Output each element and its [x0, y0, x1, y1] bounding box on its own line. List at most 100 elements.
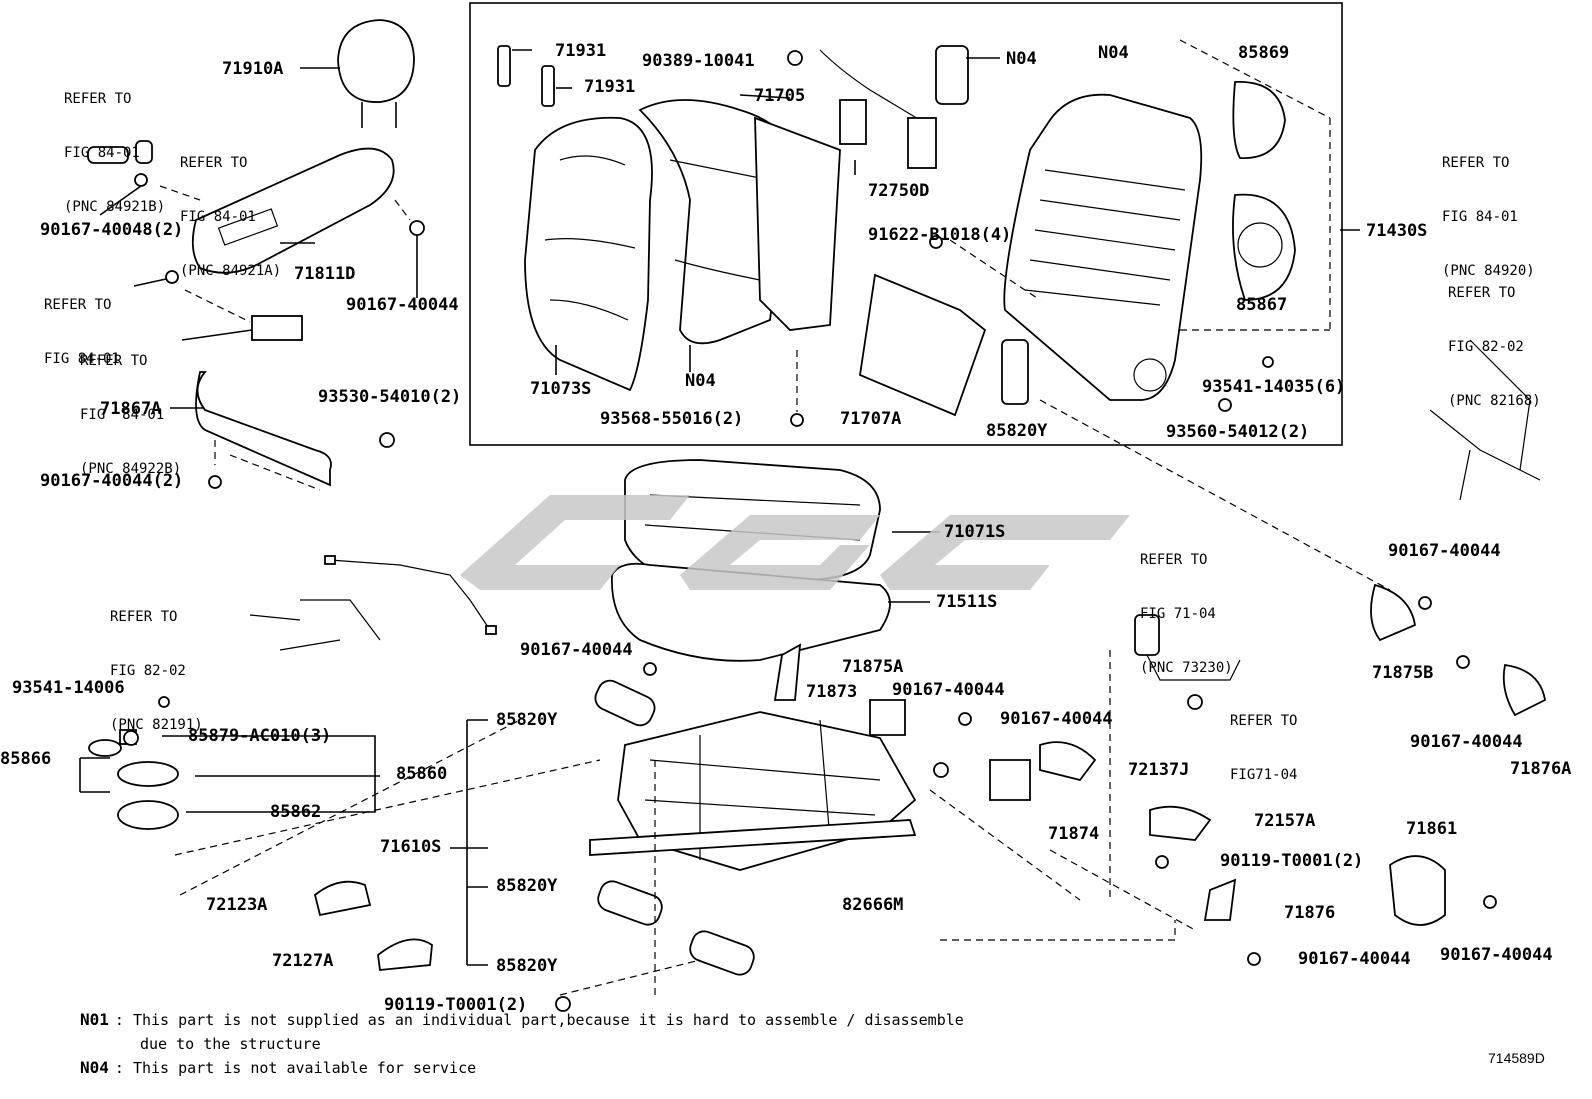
label-93541-14035: 93541-14035(6) [1202, 377, 1346, 397]
label-90167-40044-h: 90167-40044 [1388, 541, 1501, 561]
label-85820Y-mid: 85820Y [496, 876, 558, 896]
refer-line: REFER TO [110, 609, 178, 625]
refer-84-01[interactable]: REFER TO FIG 84-01 [44, 260, 120, 386]
note-code: N04 [80, 1058, 109, 1077]
label-90167-40044-c: 90167-40044 [520, 640, 633, 660]
label-85860: 85860 [396, 764, 448, 784]
label-90167-40044-i: 90167-40044 [1410, 732, 1523, 752]
label-85867: 85867 [1236, 295, 1288, 315]
headrest-part [300, 19, 415, 128]
label-90119-T0001-a: 90119-T0001(2) [384, 995, 528, 1015]
label-71931-b: 71931 [584, 77, 636, 97]
refer-line: FIG 71-04 [1140, 606, 1216, 622]
wire-harness-right [1429, 339, 1541, 501]
label-85879-AC010: 85879-AC010(3) [188, 726, 332, 746]
label-90167-40044-2: 90167-40044(2) [40, 471, 184, 491]
label-90119-T0001-b: 90119-T0001(2) [1220, 851, 1364, 871]
label-72750D: 72750D [868, 181, 930, 201]
label-71073S: 71073S [530, 379, 592, 399]
refer-line: FIG 82-02 [1448, 339, 1524, 355]
note-text: : This part is not supplied as an indivi… [114, 1011, 964, 1029]
label-93541-14006: 93541-14006 [12, 678, 125, 698]
seatback-frame-part [1003, 93, 1203, 401]
motor-unit-N04 [935, 45, 1000, 105]
label-85866: 85866 [0, 749, 52, 769]
refer-84921A[interactable]: REFER TO FIG 84-01 (PNC 84921A) [180, 118, 281, 298]
label-90167-40044-g: 90167-40044 [1440, 945, 1553, 965]
label-82666M: 82666M [842, 895, 904, 915]
refer-84922B[interactable]: REFER TO FIG 84-01 (PNC 84922B) [80, 316, 181, 496]
label-71876: 71876 [1284, 903, 1336, 923]
refer-line: REFER TO [1140, 552, 1208, 568]
label-90167-40044-d: 90167-40044 [892, 680, 1005, 700]
label-85820Y-bottom: 85820Y [496, 956, 558, 976]
note-text: : This part is not available for service [114, 1059, 477, 1077]
lower-covers [313, 880, 433, 971]
refer-line: FIG 82-02 [110, 663, 186, 679]
label-71811D: 71811D [294, 264, 356, 284]
label-71875B: 71875B [1372, 663, 1434, 683]
refer-line: (PNC 84922B) [80, 461, 182, 477]
label-90167-40044-f: 90167-40044 [1298, 949, 1411, 969]
label-71873: 71873 [806, 682, 858, 702]
refer-82168[interactable]: REFER TO FIG 82-02 (PNC 82168) [1448, 248, 1541, 428]
label-N04-frame: N04 [1098, 43, 1129, 63]
label-N04-pad: N04 [685, 371, 716, 391]
label-72127A: 72127A [272, 951, 334, 971]
note-n04: N04 : This part is not available for serv… [80, 1058, 476, 1078]
refer-line: REFER TO [44, 297, 112, 313]
refer-line: FIG71-04 [1230, 767, 1298, 783]
refer-84921B[interactable]: REFER TO FIG 84-01 (PNC 84921B) [64, 54, 165, 234]
motor-85820Y-back [1001, 339, 1029, 405]
label-71861: 71861 [1406, 819, 1458, 839]
seatback-cover-part [524, 116, 653, 392]
buckle-part [1134, 614, 1241, 681]
label-72157A: 72157A [1254, 811, 1316, 831]
label-71430S: 71430S [1366, 221, 1428, 241]
refer-line: (PNC 82191) [110, 717, 203, 733]
headrest-guides [497, 45, 572, 107]
label-91622-B1018: 91622-B1018(4) [868, 225, 1012, 245]
label-85862: 85862 [270, 802, 322, 822]
wire-harness-left [249, 555, 497, 651]
label-71610S: 71610S [380, 837, 442, 857]
brackets-right [773, 583, 1546, 926]
refer-line: REFER TO [64, 91, 132, 107]
label-85820Y-top: 85820Y [496, 710, 558, 730]
label-93560-54012: 93560-54012(2) [1166, 422, 1310, 442]
label-71707A: 71707A [840, 409, 902, 429]
side-cover-part [191, 147, 395, 274]
label-71511S: 71511S [936, 592, 998, 612]
seat-track-frame-part [589, 711, 917, 871]
refer-82191[interactable]: REFER TO FIG 82-02 (PNC 82191) [110, 572, 203, 752]
refer-line: (PNC 82168) [1448, 393, 1541, 409]
diagram-id: 714589D [1488, 1050, 1545, 1066]
lower-trim-part [170, 371, 332, 487]
note-n01: N01: This part is not supplied as an ind… [80, 1010, 964, 1030]
label-90167-40044: 90167-40044 [346, 295, 459, 315]
bolts-inset [790, 235, 1274, 427]
nut-part [787, 50, 803, 66]
bolts-left [99, 173, 425, 489]
label-72137J: 72137J [1128, 760, 1190, 780]
refer-line: REFER TO [180, 155, 248, 171]
refer-84920[interactable]: REFER TO FIG 84-01 (PNC 84920) [1442, 118, 1535, 298]
label-85820Y-back: 85820Y [986, 421, 1048, 441]
label-71705: 71705 [754, 86, 806, 106]
refer-line: FIG 84-01 [64, 145, 140, 161]
label-71876A: 71876A [1510, 759, 1572, 779]
label-93568-55016: 93568-55016(2) [600, 409, 744, 429]
pad-71707A [859, 273, 987, 417]
misc-bolts [123, 596, 1497, 1012]
label-90389-10041: 90389-10041 [642, 51, 755, 71]
note-text: due to the structure [140, 1035, 321, 1053]
motors-seat [594, 679, 755, 976]
refer-71-04[interactable]: REFER TO FIG71-04 [1230, 676, 1297, 802]
refer-73230[interactable]: REFER TO FIG 71-04 (PNC 73230) [1140, 515, 1233, 695]
label-72123A: 72123A [206, 895, 268, 915]
label-90167-40048: 90167-40048(2) [40, 220, 184, 240]
label-85869: 85869 [1238, 43, 1290, 63]
label-71931: 71931 [555, 41, 607, 61]
recliner-parts [1232, 81, 1296, 301]
refer-line: REFER TO [80, 353, 148, 369]
